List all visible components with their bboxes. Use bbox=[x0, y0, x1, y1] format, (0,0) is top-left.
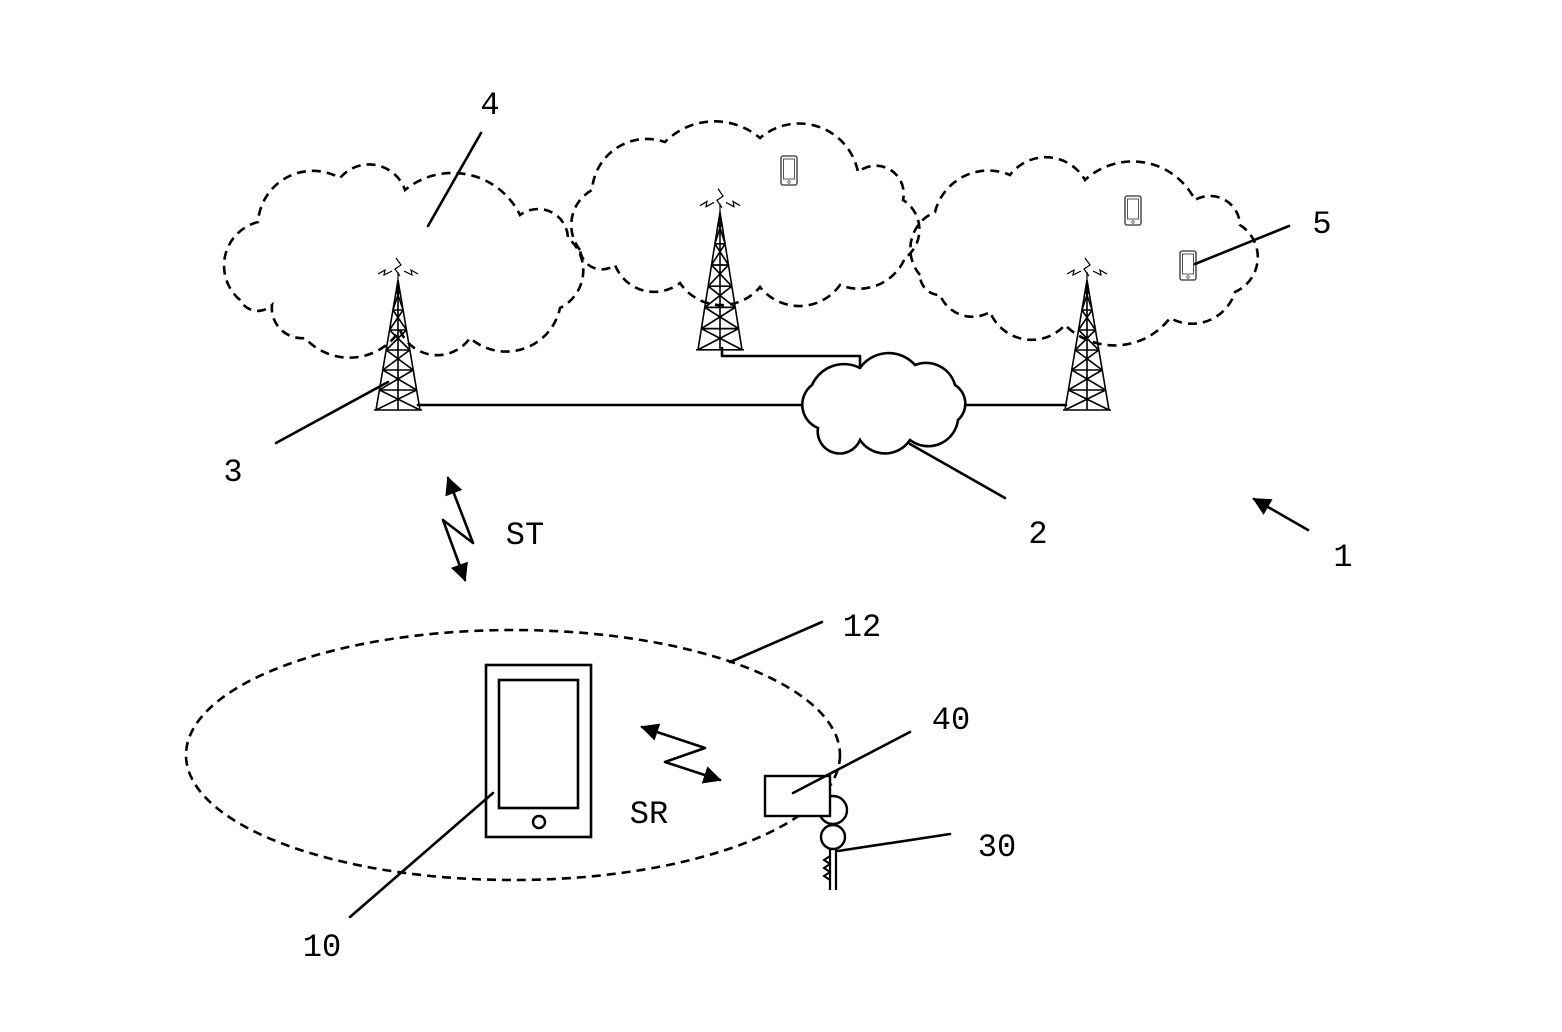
backhaul-link-middle bbox=[720, 346, 862, 372]
mobile-device-icon bbox=[484, 663, 593, 839]
label-core-network: 2 bbox=[1028, 516, 1047, 553]
label-tag: 40 bbox=[932, 702, 970, 739]
label-short-range-zone: 12 bbox=[843, 609, 881, 646]
leader-line-cell bbox=[426, 131, 483, 228]
leader-line-mobile-device bbox=[348, 791, 495, 919]
system-arrow bbox=[1252, 497, 1310, 532]
label-terminal: 5 bbox=[1312, 206, 1331, 243]
tag-box bbox=[763, 774, 832, 818]
terminal-phone-icon bbox=[1179, 250, 1197, 281]
label-cell: 4 bbox=[480, 87, 499, 124]
label-system: 1 bbox=[1333, 539, 1352, 576]
leader-line-key bbox=[836, 832, 952, 853]
key-icon bbox=[817, 794, 849, 890]
terminal-phone-icon bbox=[1124, 195, 1142, 226]
base-station-tower-icon bbox=[1062, 257, 1112, 411]
label-short-range-link: SR bbox=[630, 796, 668, 833]
terminal-phone-icon bbox=[780, 155, 798, 186]
label-base-station: 3 bbox=[223, 454, 242, 491]
short-range-link-arrow bbox=[640, 723, 722, 784]
base-station-tower-icon bbox=[373, 257, 423, 411]
base-station-tower-icon bbox=[695, 187, 745, 351]
short-range-zone bbox=[184, 628, 842, 882]
core-network-cloud bbox=[801, 351, 967, 455]
leader-line-core-network bbox=[908, 442, 1007, 500]
leader-line-terminal bbox=[1193, 224, 1291, 266]
cell-right bbox=[909, 155, 1260, 347]
cell-middle bbox=[570, 120, 921, 308]
long-range-link-arrow bbox=[441, 476, 475, 582]
leader-line-tag bbox=[791, 730, 912, 795]
label-key: 30 bbox=[978, 829, 1016, 866]
leader-line-base-station bbox=[274, 380, 390, 445]
label-mobile-device: 10 bbox=[303, 929, 341, 966]
cell-left bbox=[222, 163, 585, 359]
leader-line-zone bbox=[728, 620, 824, 664]
label-long-range-link: ST bbox=[506, 517, 544, 554]
